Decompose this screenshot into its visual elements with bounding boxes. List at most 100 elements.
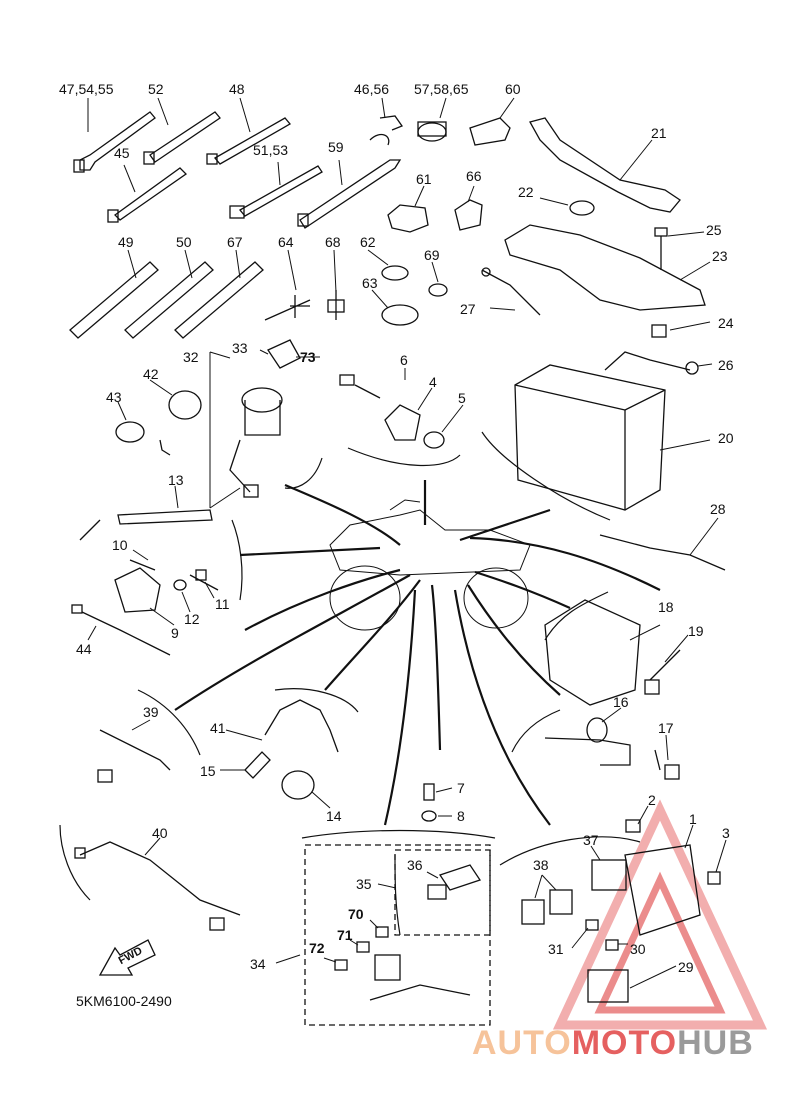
harness-40-icon [74,841,241,931]
callout-73: 73 [300,349,316,365]
callout-19: 19 [688,623,704,639]
callout-3: 3 [722,825,730,841]
callout-22: 22 [518,184,534,200]
holder-61-icon [387,204,429,233]
relay-38-icon [521,889,573,925]
callout-8: 8 [457,808,465,824]
rectifier-18-icon [544,599,641,706]
bolt-6-icon [339,374,381,399]
callout-57-58-65: 57,58,65 [414,81,469,97]
control-unit-1-icon [624,844,701,936]
callout-37: 37 [583,832,599,848]
bolt-10-icon [129,559,156,571]
ignition-coil-9-icon [79,519,161,613]
callout-41: 41 [210,720,226,736]
lead-41-icon [264,699,339,753]
ring-69-icon [428,283,448,297]
callout-61: 61 [416,171,432,187]
callout-2: 2 [648,792,656,808]
nut-24-icon [651,324,667,338]
callout-33: 33 [232,340,248,356]
washer-12-icon [173,579,187,591]
cable-tie-52-icon [143,111,221,165]
callout-34: 34 [250,956,266,972]
callout-30: 30 [630,941,646,957]
callout-9: 9 [171,625,179,641]
callout-38: 38 [533,857,549,873]
o-ring-5-icon [423,431,445,449]
callout-31: 31 [548,941,564,957]
callout-63: 63 [362,275,378,291]
callout-7: 7 [457,780,465,796]
clamp-60-icon [469,117,511,146]
joint-68-icon [327,290,345,320]
switch-14-icon [281,770,315,800]
lead-27-icon [481,267,541,316]
watermark-part-moto: MOTO [571,1024,678,1062]
callout-5: 5 [458,390,466,406]
tube-49-icon [69,261,159,339]
callout-16: 16 [613,694,629,710]
callout-45: 45 [114,145,130,161]
callout-67: 67 [227,234,243,250]
callout-13: 13 [168,472,184,488]
sensor-16-icon [544,717,631,766]
callout-36: 36 [407,857,423,873]
relay-30-icon [605,939,619,951]
starter-relay-29-icon [587,969,629,1003]
callout-6: 6 [400,352,408,368]
cable-tie-51-icon [229,165,323,219]
socket-42-icon [159,390,202,456]
fuse-71-icon [356,941,370,953]
joint-64-icon [264,295,311,321]
callout-27: 27 [460,301,476,317]
cover-23-icon [504,224,706,311]
leader-lines [87,97,727,989]
callout-17: 17 [658,720,674,736]
callout-24: 24 [718,315,734,331]
callout-18: 18 [658,599,674,615]
damper-22-icon [569,200,595,216]
switch-7-icon [423,783,435,801]
cable-tie-45-icon [107,167,188,223]
callout-69: 69 [424,247,440,263]
fuse-72-icon [334,959,348,971]
bolt-25-icon [654,227,668,270]
callout-14: 14 [326,808,342,824]
watermark-part-hub: HUB [677,1024,754,1062]
callout-44: 44 [76,641,92,657]
bracket-21-icon [529,117,681,213]
band-59-icon [297,159,402,229]
callout-20: 20 [718,430,734,446]
tube-67-icon [174,261,264,339]
dashed-box [304,844,491,1026]
callout-26: 26 [718,357,734,373]
spark-plug-15-icon [244,751,271,779]
bolt-17-icon [654,749,680,780]
watermark-text: AUTOMOTOHUB [472,1024,754,1063]
clamp-57-icon [417,121,447,142]
callout-43: 43 [106,389,122,405]
callout-64: 64 [278,234,294,250]
bolt-31-icon [585,919,599,931]
callout-11: 11 [215,596,230,612]
damper-3-icon [707,871,721,885]
callout-40: 40 [152,825,168,841]
lead-28-icon [599,534,726,571]
fwd-arrow-icon [98,939,156,976]
callout-25: 25 [706,222,722,238]
sensor-39-icon [97,729,171,783]
bolt-19-icon [644,649,681,695]
fuse-70-icon [375,926,389,938]
plug-cap-13-icon [117,509,213,525]
callout-42: 42 [143,366,159,382]
diagram-code: 5KM6100-2490 [76,993,172,1009]
callout-47-54-55: 47,54,55 [59,81,114,97]
callout-10: 10 [112,537,128,553]
callout-71: 71 [337,927,353,943]
callout-4: 4 [429,374,437,390]
battery-20-icon [514,364,666,511]
bolt-2-icon [625,819,641,833]
